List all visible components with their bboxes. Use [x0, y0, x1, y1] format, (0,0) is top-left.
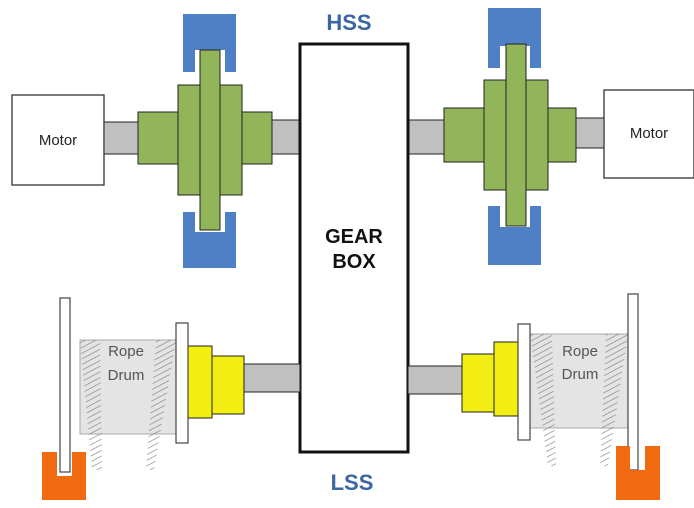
brake-caliper-left-bottom: [183, 212, 236, 268]
brake-caliper-right-top: [488, 8, 541, 68]
motor-left-label: Motor: [39, 132, 77, 149]
motor-right-label: Motor: [630, 125, 668, 142]
motor-left: Motor: [11, 94, 105, 186]
hss-shaft-right-gearbox: [407, 119, 445, 155]
hss-label: HSS: [326, 10, 371, 35]
drum-brake-left: [42, 452, 86, 500]
rope-drum-left-label-line1: Rope: [108, 343, 144, 360]
gearbox-label-line2: BOX: [332, 251, 376, 273]
brake-caliper-right-bottom: [488, 206, 541, 265]
lss-coupling-right: [461, 341, 519, 417]
lss-shaft-right: [407, 365, 463, 395]
hss-shaft-left-gearbox: [271, 119, 301, 155]
hss-shaft-right-motor: [575, 117, 605, 149]
drum-brake-right: [616, 446, 660, 500]
lss-label: LSS: [331, 470, 374, 495]
rope-drum-left: Rope Drum: [59, 297, 189, 473]
hss-coupling-right: [443, 43, 577, 227]
rope-drum-right-label-line2: Drum: [562, 366, 599, 383]
lss-coupling-left: [187, 345, 245, 419]
brake-caliper-left-top: [183, 14, 236, 72]
hss-coupling-left: [137, 49, 273, 231]
hss-shaft-left-motor: [103, 121, 139, 155]
rope-drum-right-label-line1: Rope: [562, 343, 598, 360]
gearbox: GEAR BOX: [298, 42, 410, 454]
rope-drum-left-label-line2: Drum: [108, 367, 145, 384]
lss-shaft-left: [243, 363, 301, 393]
motor-right: Motor: [603, 89, 694, 179]
rope-drum-right: Rope Drum: [517, 293, 639, 471]
gearbox-label-line1: GEAR: [325, 226, 383, 248]
